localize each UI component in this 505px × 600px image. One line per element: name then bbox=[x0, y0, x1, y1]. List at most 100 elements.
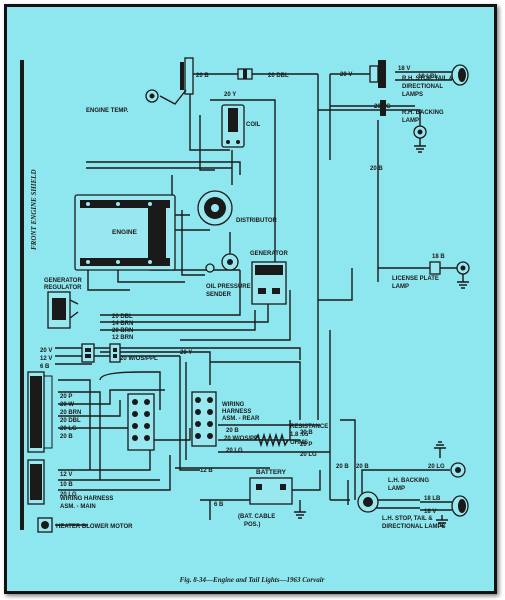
label-license-1: LICENSE PLATE bbox=[392, 276, 439, 282]
wire-label: 20 V bbox=[340, 72, 352, 78]
label-lh-lamps-1: L.H. STOP, TAIL & bbox=[382, 516, 433, 522]
top-connector-icon bbox=[180, 57, 194, 95]
inline-connector-icon bbox=[237, 68, 253, 80]
engine-block bbox=[74, 194, 176, 271]
label-wiring-main-1: WIRING HARNESS bbox=[60, 496, 113, 502]
wire-label: 20 BRN bbox=[112, 328, 133, 334]
wire-label: 12 BRN bbox=[112, 335, 133, 341]
label-resistance: RESISTANCE bbox=[290, 424, 328, 430]
label-oil-pressure: OIL PRESSURE bbox=[206, 284, 251, 290]
wire-label: 18 V bbox=[398, 66, 410, 72]
wire-label: 14 BRN bbox=[112, 321, 133, 327]
wire-label: 20 B bbox=[60, 434, 73, 440]
label-generator-regulator-1: GENERATOR bbox=[44, 278, 82, 284]
wire-label: 20 B bbox=[356, 464, 369, 470]
label-distributor: DISTRIBUTOR bbox=[236, 218, 278, 224]
wire-label: 18 LB bbox=[424, 496, 441, 502]
wire-label: 18 V bbox=[424, 509, 436, 515]
lh-backing-lamp-icon bbox=[434, 441, 466, 478]
label-wiring-rear-1: WIRING bbox=[222, 402, 245, 408]
label-license-2: LAMP bbox=[392, 284, 409, 290]
wire-label: 12 V bbox=[40, 356, 52, 362]
main-multipin-connector bbox=[127, 393, 155, 451]
rear-multipin-connector bbox=[191, 391, 217, 447]
wire-label: 20 LG bbox=[226, 448, 243, 454]
wire-label: 20 W/OS/PPL bbox=[120, 356, 158, 362]
rh-stop-tail-lamp-icon bbox=[395, 64, 469, 86]
label-generator-regulator-2: REGULATOR bbox=[44, 285, 82, 291]
oil-pressure-sender-icon bbox=[205, 253, 239, 273]
wire-label: 20 LG bbox=[428, 464, 445, 470]
label-bat-cable-2: POS.) bbox=[244, 522, 260, 528]
label-lh-backing-2: LAMP bbox=[388, 486, 405, 492]
label-wiring-rear-3: ASM. - REAR bbox=[222, 416, 260, 422]
label-rh-lamps-1: R.H. STOP, TAIL & bbox=[402, 76, 454, 82]
label-engine: ENGINE bbox=[112, 229, 138, 236]
wire-label: 20 P bbox=[300, 442, 312, 448]
label-rh-lamps-3: LAMPS bbox=[402, 92, 423, 98]
label-heater: HEATER BLOWER MOTOR bbox=[56, 524, 133, 530]
battery-icon bbox=[249, 477, 306, 519]
left-junction-icon bbox=[81, 343, 121, 363]
wire-label: 18 LBL bbox=[418, 74, 438, 80]
wire-label: 18 B bbox=[432, 254, 445, 260]
heater-blower-icon bbox=[37, 517, 53, 533]
wire-label: 20 LG bbox=[300, 452, 317, 458]
wire-label: 20 B bbox=[300, 430, 313, 436]
side-label: FRONT ENGINE SHIELD bbox=[30, 169, 38, 250]
wire-label: 20 DBL bbox=[112, 314, 133, 320]
label-coil: COIL bbox=[246, 122, 261, 128]
rh-backing-lamp-icon bbox=[413, 125, 427, 153]
wire-label: 20 B bbox=[226, 428, 239, 434]
wire-label: 20 W bbox=[60, 402, 74, 408]
coil-icon bbox=[221, 104, 245, 148]
label-engine-temp: ENGINE TEMP. bbox=[86, 108, 129, 114]
wire-label: 20 B bbox=[336, 464, 349, 470]
wire-label: 20 V bbox=[40, 348, 52, 354]
label-wiring-rear-2: HARNESS bbox=[222, 409, 251, 415]
wire-label: 20 LG bbox=[374, 104, 391, 110]
wire-label: 20 W/OS/PPL bbox=[224, 436, 262, 442]
rh-lamp-connector bbox=[369, 60, 386, 116]
label-sender: SENDER bbox=[206, 292, 232, 298]
label-ohms: OHMS bbox=[290, 440, 308, 446]
wire-label: 20 Y bbox=[224, 92, 236, 98]
label-rh-lamps-2: DIRECTIONAL bbox=[402, 84, 443, 90]
wire-label: 20 DBL bbox=[268, 73, 289, 79]
resistance-icon bbox=[254, 432, 289, 448]
wire-label: 20 LG bbox=[60, 426, 77, 432]
label-lh-lamps-2: DIRECTIONAL LAMPS bbox=[382, 524, 446, 530]
label-wiring-main-2: ASM. - MAIN bbox=[60, 504, 96, 510]
main-harness-connector bbox=[27, 371, 53, 505]
wire-label: 20 BRN bbox=[60, 410, 81, 416]
wire-label: 20 DBL bbox=[60, 418, 81, 424]
wire-label: 6 B bbox=[214, 502, 224, 508]
wires bbox=[55, 73, 450, 526]
license-plate-lamp-icon bbox=[429, 261, 470, 289]
wire-labels: 20 B 20 DBL 20 Y 20 V 18 V 18 LBL 20 LG … bbox=[40, 66, 445, 515]
distributor-icon bbox=[197, 190, 233, 226]
label-rh-backing-1: R.H. BACKING bbox=[402, 110, 444, 116]
wire-label: 20 B bbox=[196, 73, 209, 79]
lh-stop-tail-lamp-icon bbox=[420, 495, 469, 527]
wire-label: 12 B bbox=[200, 468, 213, 474]
label-lh-backing-1: L.H. BACKING bbox=[388, 478, 429, 484]
wire-label: 6 B bbox=[40, 364, 50, 370]
wire-label: 20 LG bbox=[60, 492, 77, 498]
generator-regulator-icon bbox=[47, 291, 79, 329]
figure-caption: Fig. 8-34—Engine and Tail Lights—1963 Co… bbox=[180, 576, 325, 584]
wire-label: 20 Y bbox=[180, 350, 192, 356]
wire-label: 20 B bbox=[370, 166, 383, 172]
label-generator: GENERATOR bbox=[250, 251, 288, 257]
label-rh-backing-2: LAMP bbox=[402, 118, 419, 124]
front-engine-shield bbox=[20, 60, 24, 530]
generator-icon bbox=[251, 261, 287, 305]
wire-label: 20 P bbox=[60, 394, 72, 400]
engine-temp-sender-icon bbox=[145, 89, 187, 105]
wire-label: 12 V bbox=[60, 472, 72, 478]
wire-label: 10 B bbox=[60, 482, 73, 488]
lh-lamp-connector bbox=[357, 491, 379, 513]
label-battery: BATTERY bbox=[256, 469, 287, 476]
label-resistance-value: 1.8 .05 bbox=[290, 432, 309, 438]
